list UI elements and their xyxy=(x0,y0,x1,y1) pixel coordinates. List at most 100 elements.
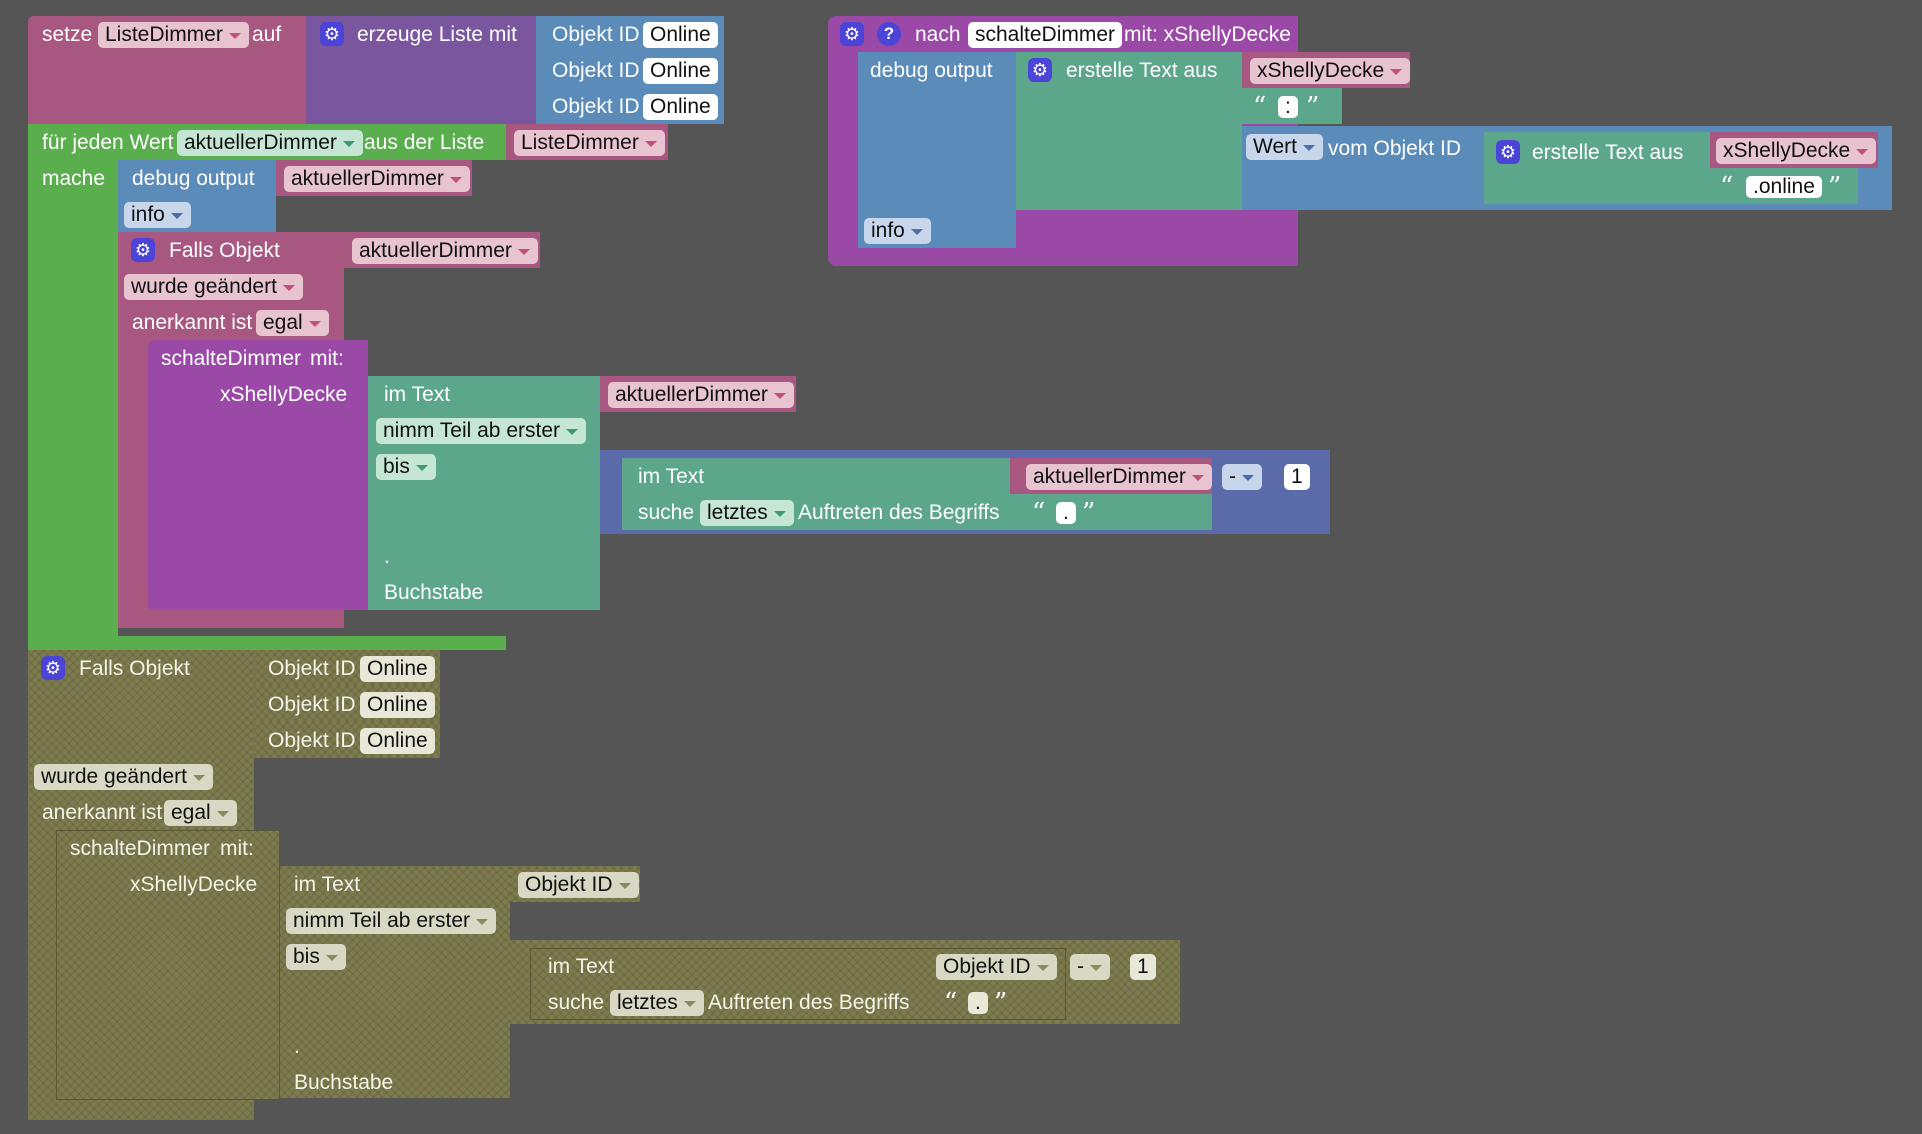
auf-label: auf xyxy=(252,23,282,46)
create-text-block[interactable] xyxy=(1016,52,1242,210)
disabled-find-var-dropdown[interactable]: Objekt ID xyxy=(936,954,1057,980)
loop-variable-dropdown[interactable]: aktuellerDimmer xyxy=(177,130,363,156)
dot-label: . xyxy=(384,545,390,568)
disabled-text-var-dropdown[interactable]: Objekt ID xyxy=(518,872,639,898)
in-text-label: im Text xyxy=(384,383,451,406)
substring-block[interactable] xyxy=(368,376,600,610)
function-debug-label: debug output xyxy=(870,59,993,82)
falls-value-dropdown[interactable]: aktuellerDimmer xyxy=(352,238,538,264)
object-id-label: Objekt ID xyxy=(552,23,640,46)
open-quote-icon: “ xyxy=(1253,92,1267,122)
from-object-label: vom Objekt ID xyxy=(1328,137,1462,160)
object-id-field[interactable]: Online xyxy=(360,692,435,718)
disabled-until-dropdown[interactable]: bis xyxy=(286,944,346,970)
gear-icon[interactable]: ⚙ xyxy=(41,656,65,680)
ack-dropdown[interactable]: egal xyxy=(256,310,329,336)
call-mit: mit: xyxy=(310,347,344,370)
disabled-procedure-call-block[interactable] xyxy=(56,830,280,1100)
gear-icon[interactable]: ⚙ xyxy=(320,22,344,46)
disabled-term-field[interactable]: . xyxy=(968,992,988,1014)
ack-label: anerkannt ist xyxy=(132,311,253,334)
object-id-field[interactable]: Online xyxy=(643,94,718,120)
function-debug-block[interactable] xyxy=(858,52,1016,248)
object-id-field[interactable]: Online xyxy=(360,728,435,754)
disabled-call-mit: mit: xyxy=(220,837,254,860)
gear-icon[interactable]: ⚙ xyxy=(840,22,864,46)
foreach-label: für jeden Wert xyxy=(42,131,174,154)
disabled-changed-dropdown[interactable]: wurde geändert xyxy=(34,764,213,790)
disabled-search-label: suche xyxy=(548,991,605,1014)
text-var-dropdown[interactable]: aktuellerDimmer xyxy=(608,382,794,408)
find-var-dropdown[interactable]: aktuellerDimmer xyxy=(1026,464,1212,490)
function-name-field[interactable]: schalteDimmer xyxy=(968,22,1123,48)
math-op-dropdown[interactable]: - xyxy=(1222,464,1262,490)
debug-label: debug output xyxy=(132,167,255,190)
math-number-field[interactable]: 1 xyxy=(1284,464,1310,490)
disabled-call-name: schalteDimmer xyxy=(70,837,211,860)
disabled-math-op-dropdown[interactable]: - xyxy=(1070,954,1110,980)
until-dropdown[interactable]: bis xyxy=(376,454,436,480)
list-variable-dropdown[interactable]: ListeDimmer xyxy=(514,130,665,156)
colon-field[interactable]: : xyxy=(1278,96,1298,118)
from-list-label: aus der Liste xyxy=(364,131,485,154)
param-var-dropdown[interactable]: xShellyDecke xyxy=(1250,58,1411,84)
create-list-label: erzeuge Liste mit xyxy=(357,23,517,46)
gear-icon[interactable]: ⚙ xyxy=(131,238,155,262)
occurrence-label: Auftreten des Begriffs xyxy=(798,501,1000,524)
changed-dropdown[interactable]: wurde geändert xyxy=(124,274,303,300)
disabled-math-number-field[interactable]: 1 xyxy=(1130,954,1156,980)
disabled-occurrence-dropdown[interactable]: letztes xyxy=(610,990,704,1016)
object-id-field[interactable]: Online xyxy=(643,22,718,48)
search-label: suche xyxy=(638,501,695,524)
object-id-label: Objekt ID xyxy=(268,657,356,680)
object-id-label: Objekt ID xyxy=(552,59,640,82)
object-id-label: Objekt ID xyxy=(552,95,640,118)
function-log-level-dropdown[interactable]: info xyxy=(864,218,931,244)
set-label: setze xyxy=(42,23,93,46)
gear-icon[interactable]: ⚙ xyxy=(1496,140,1520,164)
falls-label: Falls Objekt xyxy=(169,239,280,262)
object-id-field[interactable]: Online xyxy=(643,58,718,84)
occurrence-dropdown[interactable]: letztes xyxy=(700,500,794,526)
letter-label: Buchstabe xyxy=(384,581,484,604)
log-level-dropdown[interactable]: info xyxy=(124,202,191,228)
create-list-block[interactable] xyxy=(306,16,536,124)
debug-value-dropdown[interactable]: aktuellerDimmer xyxy=(284,166,470,192)
procedure-call-block[interactable] xyxy=(148,340,368,610)
disabled-take-from-dropdown[interactable]: nimm Teil ab erster xyxy=(286,908,497,934)
find-in-text-label: im Text xyxy=(638,465,705,488)
value-dropdown[interactable]: Wert xyxy=(1246,134,1323,160)
close-quote-icon: ” xyxy=(1082,498,1096,528)
open-quote-icon: “ xyxy=(1032,498,1046,528)
disabled-dot-label: . xyxy=(294,1035,300,1058)
online-field[interactable]: .online xyxy=(1746,176,1822,198)
call-name: schalteDimmer xyxy=(161,347,302,370)
foreach-body-rail xyxy=(28,160,118,650)
create-text-label-2: erstelle Text aus xyxy=(1532,141,1684,164)
take-from-dropdown[interactable]: nimm Teil ab erster xyxy=(376,418,587,444)
foreach-bottom xyxy=(28,636,506,650)
call-param: xShellyDecke xyxy=(220,383,348,406)
function-params-label: mit: xShellyDecke xyxy=(1124,23,1291,46)
help-icon[interactable]: ? xyxy=(877,22,901,46)
nach-label: nach xyxy=(915,23,961,46)
object-id-label: Objekt ID xyxy=(268,729,356,752)
open-quote-icon: “ xyxy=(1720,172,1734,202)
create-text-block-2[interactable] xyxy=(1484,132,1710,204)
disabled-ack-dropdown[interactable]: egal xyxy=(164,800,237,826)
open-quote-icon: “ xyxy=(944,988,958,1018)
close-quote-icon: ” xyxy=(1306,92,1320,122)
disabled-substring-block[interactable] xyxy=(280,866,510,1098)
disabled-in-text-label: im Text xyxy=(294,873,361,896)
create-text-label: erstelle Text aus xyxy=(1066,59,1218,82)
term-field[interactable]: . xyxy=(1056,502,1076,524)
param-var-dropdown-2[interactable]: xShellyDecke xyxy=(1716,138,1877,164)
disabled-ack-label: anerkannt ist xyxy=(42,801,163,824)
do-label: mache xyxy=(42,167,106,190)
set-variable-dropdown[interactable]: ListeDimmer xyxy=(98,22,249,48)
object-id-field[interactable]: Online xyxy=(360,656,435,682)
object-id-label: Objekt ID xyxy=(268,693,356,716)
disabled-occurrence-label: Auftreten des Begriffs xyxy=(708,991,910,1014)
gear-icon[interactable]: ⚙ xyxy=(1028,58,1052,82)
disabled-call-param: xShellyDecke xyxy=(130,873,258,896)
